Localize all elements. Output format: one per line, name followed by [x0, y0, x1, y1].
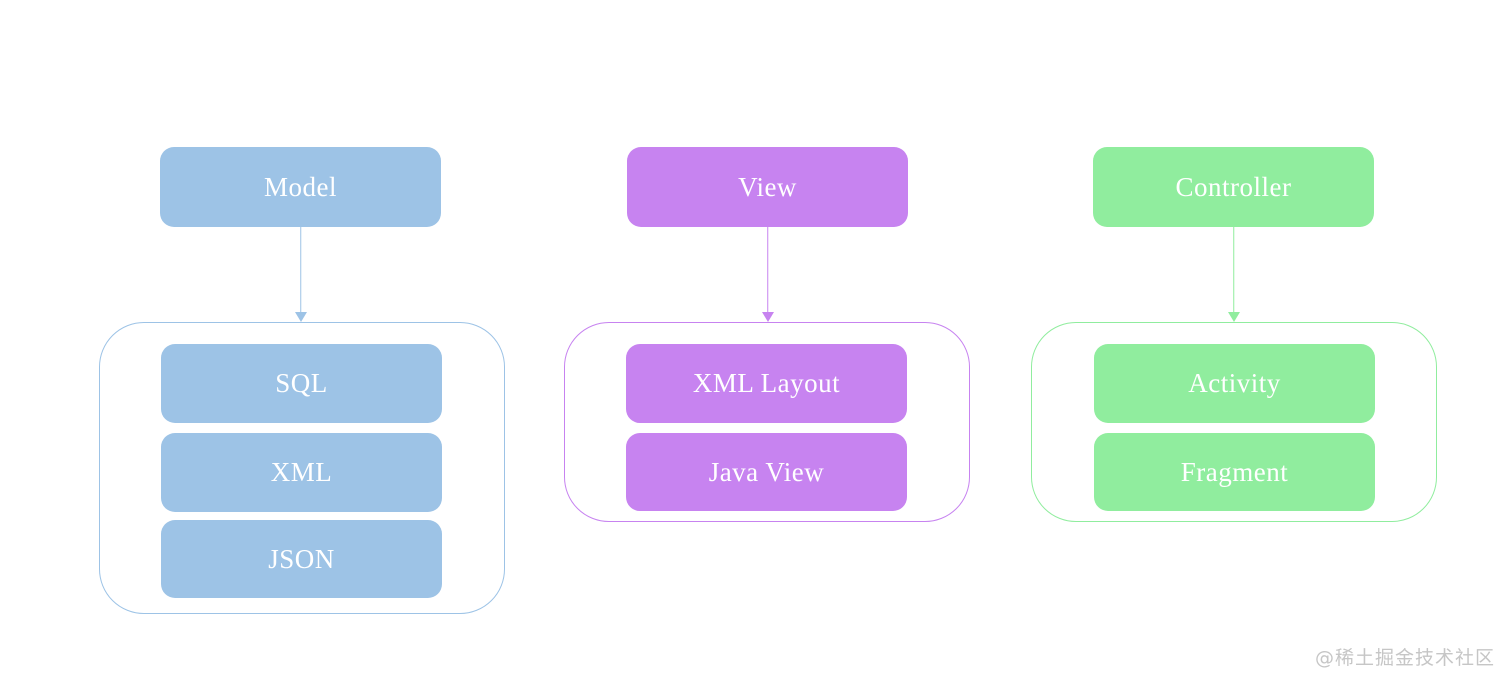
view-group: XML Layout Java View [564, 322, 970, 522]
model-group: SQL XML JSON [99, 322, 505, 614]
arrow-line [1232, 227, 1235, 314]
arrow-line [766, 227, 769, 314]
activity-node: Activity [1094, 344, 1375, 423]
arrow-down-icon [1227, 312, 1240, 322]
json-node-label: JSON [268, 543, 335, 574]
arrow-down-icon [761, 312, 774, 322]
arrow-line [299, 227, 302, 314]
controller-arrow [1226, 227, 1242, 322]
activity-node-label: Activity [1188, 368, 1281, 398]
xml-layout-node-label: XML Layout [692, 368, 841, 398]
model-arrow [293, 227, 309, 322]
fragment-node-label: Fragment [1180, 456, 1289, 487]
java-view-node-label: Java View [708, 456, 825, 487]
sql-node-label: SQL [275, 368, 328, 398]
view-arrow [760, 227, 776, 322]
controller-node-label: Controller [1175, 171, 1292, 202]
json-node: JSON [161, 520, 442, 598]
view-node: View [627, 147, 908, 227]
xml-node-label: XML [270, 457, 333, 487]
fragment-node: Fragment [1094, 433, 1375, 511]
model-node-label: Model [264, 171, 337, 202]
xml-layout-node: XML Layout [626, 344, 907, 423]
model-node: Model [160, 147, 441, 227]
xml-node: XML [161, 433, 442, 512]
controller-node: Controller [1093, 147, 1374, 227]
watermark: @稀土掘金技术社区 [1314, 647, 1495, 669]
view-node-label: View [738, 171, 797, 202]
controller-group: Activity Fragment [1031, 322, 1437, 522]
sql-node: SQL [161, 344, 442, 423]
arrow-down-icon [294, 312, 307, 322]
java-view-node: Java View [626, 433, 907, 511]
